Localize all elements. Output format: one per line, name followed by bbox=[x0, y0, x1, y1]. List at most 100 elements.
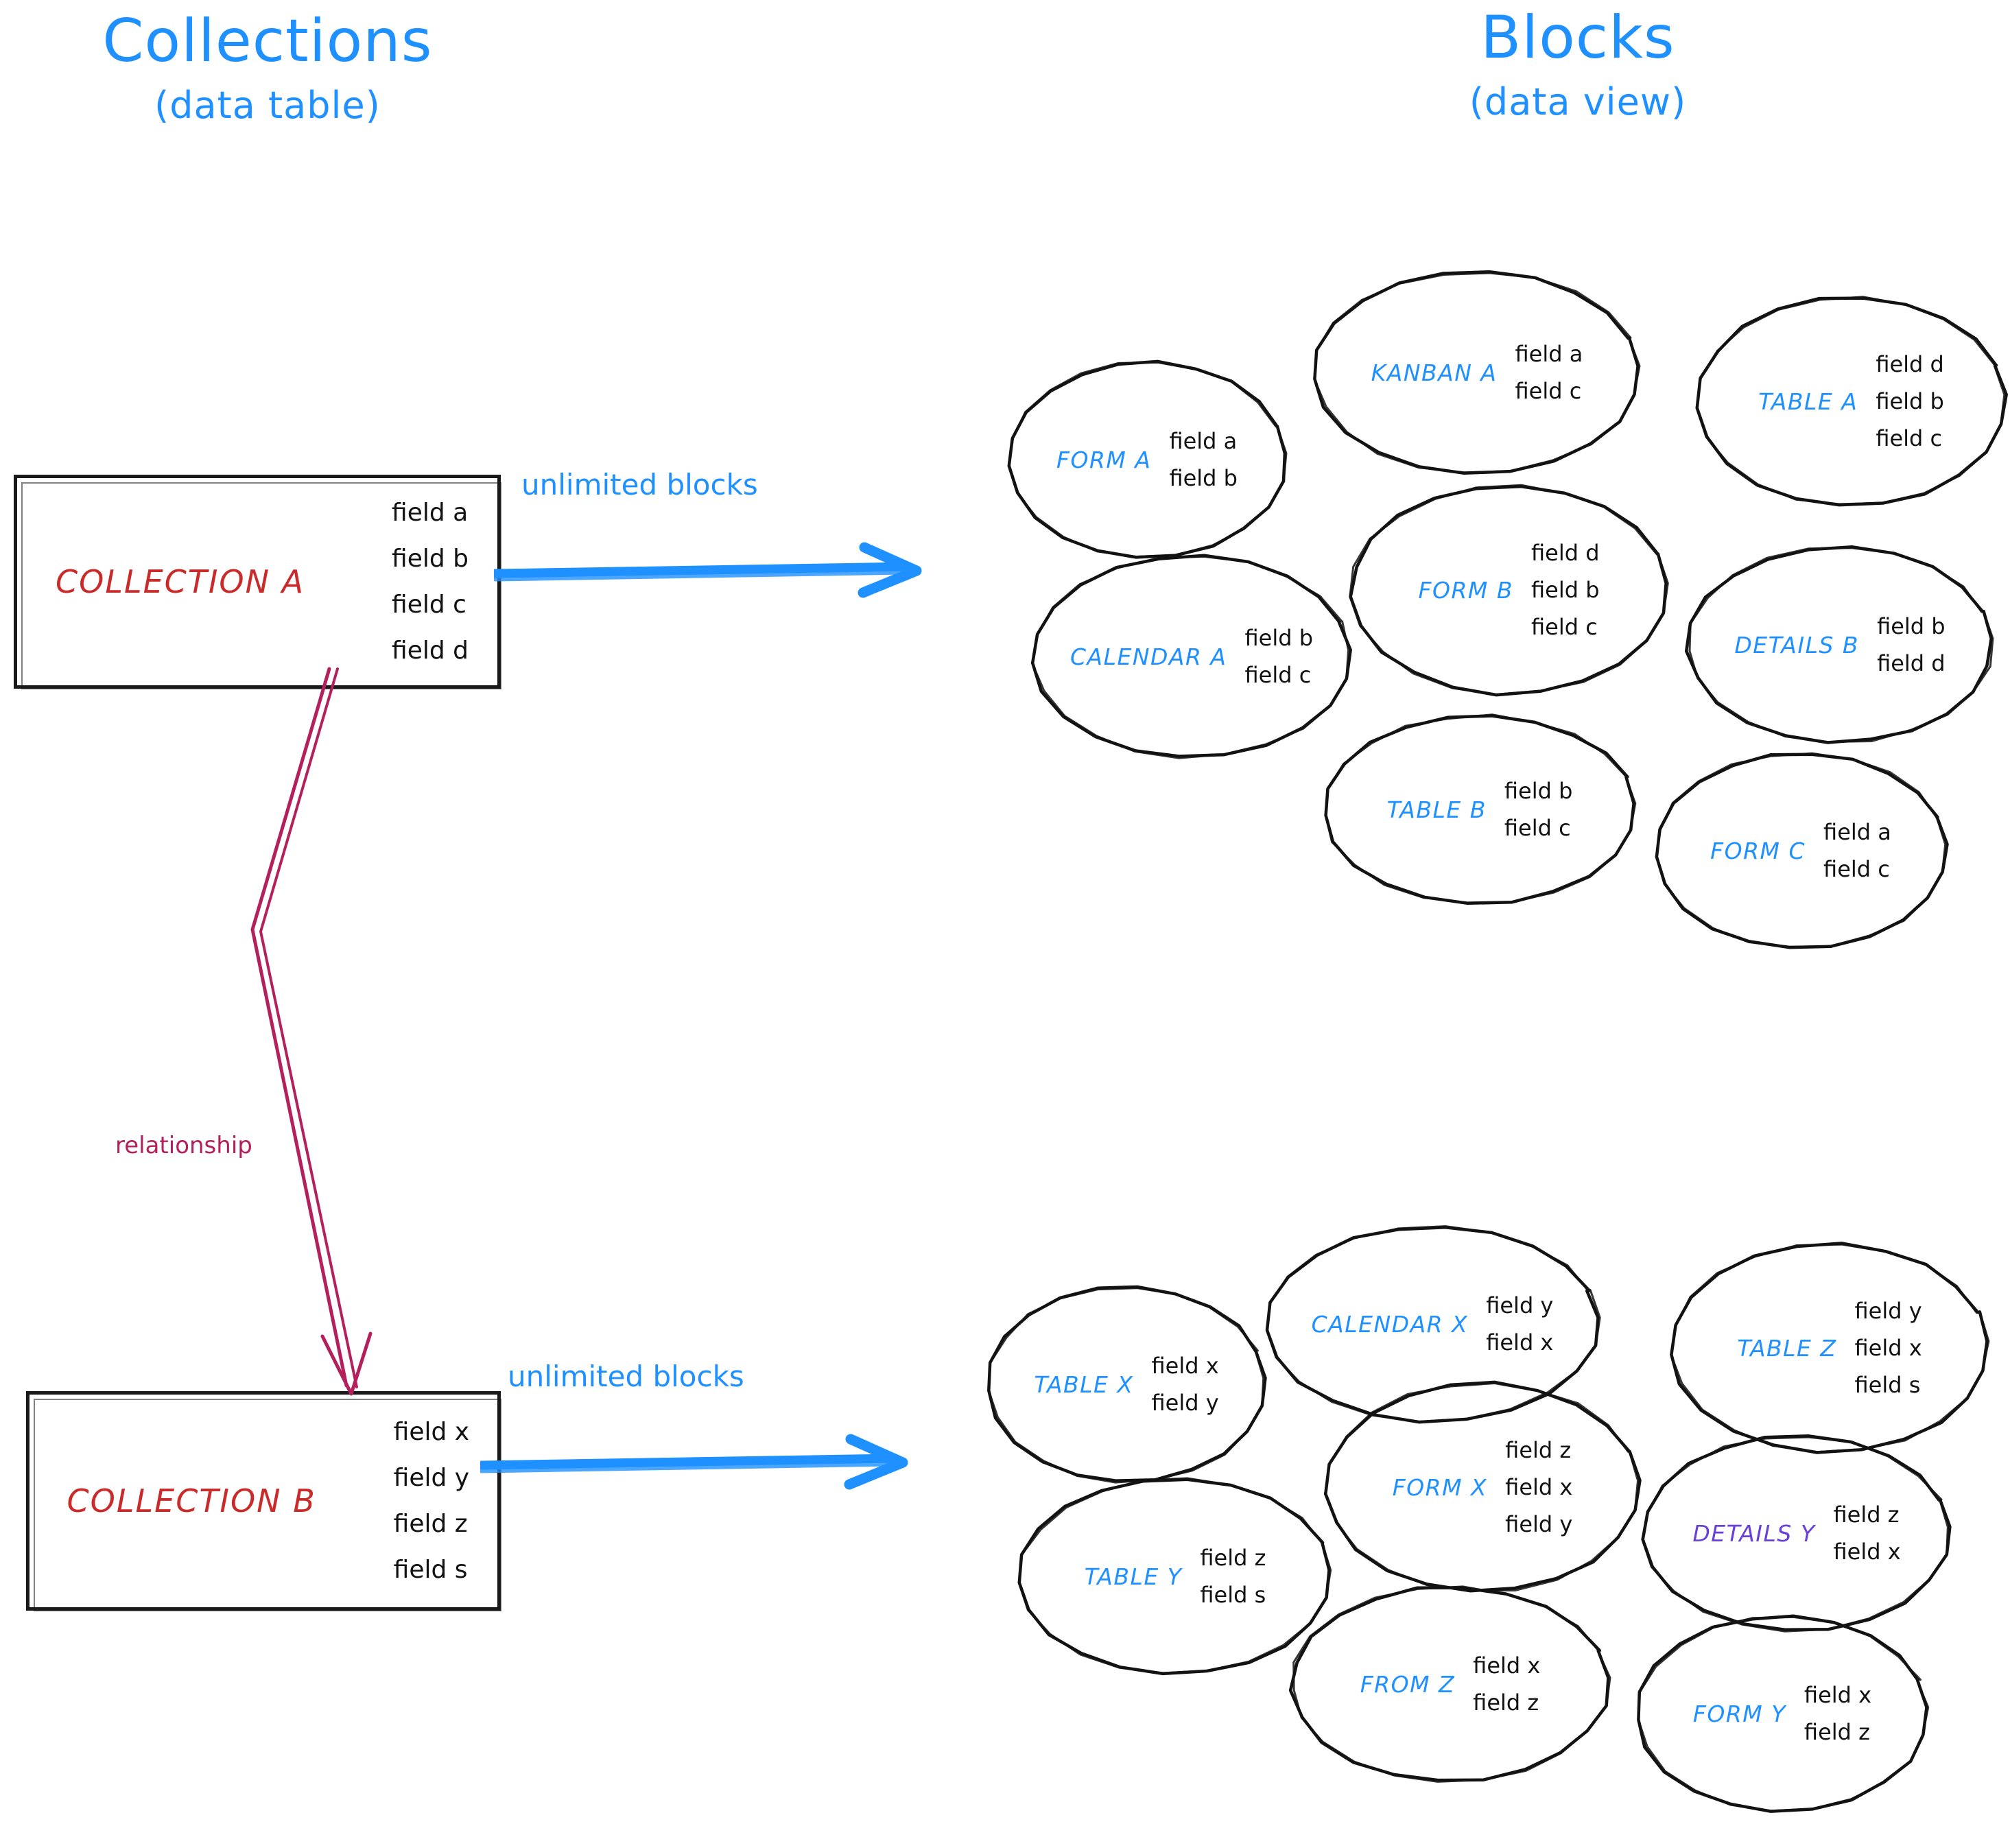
block-field: field y bbox=[1505, 1511, 1573, 1537]
ellipse-outline-icon bbox=[1007, 359, 1288, 559]
block-name-table-y: TABLE Y bbox=[1084, 1563, 1183, 1590]
block-field: field x bbox=[1854, 1335, 1922, 1361]
ellipse-outline-icon bbox=[1324, 1380, 1642, 1593]
heading-blocks: Blocks (data view) bbox=[1345, 3, 1811, 123]
block-content: TABLE A field d field b field c bbox=[1692, 351, 2010, 451]
ellipse-outline-icon bbox=[1641, 1434, 1952, 1633]
unlimited-blocks-label-b: unlimited blocks bbox=[508, 1360, 744, 1393]
block-name-details-y: DETAILS Y bbox=[1692, 1519, 1816, 1547]
block-name-details-b: DETAILS B bbox=[1734, 631, 1860, 659]
block-field: field b bbox=[1244, 625, 1314, 651]
collection-field: field d bbox=[392, 637, 469, 665]
block-field: field c bbox=[1244, 662, 1312, 688]
block-name-calendar-x: CALENDAR X bbox=[1311, 1310, 1469, 1338]
block-name-kanban-a: KANBAN A bbox=[1371, 359, 1498, 386]
block-field: field z bbox=[1804, 1719, 1870, 1745]
block-ellipse-details-y[interactable]: DETAILS Y field z field x bbox=[1638, 1430, 1955, 1636]
block-field: field x bbox=[1151, 1353, 1219, 1379]
block-field: field d bbox=[1877, 650, 1946, 676]
block-name-table-a: TABLE A bbox=[1758, 388, 1858, 415]
block-field: field s bbox=[1854, 1372, 1921, 1398]
ellipse-outline-icon bbox=[1695, 296, 2008, 507]
block-field: field y bbox=[1854, 1298, 1922, 1324]
relationship-label: relationship bbox=[115, 1132, 252, 1159]
block-ellipse-calendar-x[interactable]: CALENDAR X field y field x bbox=[1261, 1221, 1604, 1427]
heading-collections-subtitle: (data table) bbox=[154, 84, 381, 127]
ellipse-outline-icon bbox=[1288, 1585, 1611, 1783]
block-name-form-a: FORM A bbox=[1056, 446, 1152, 473]
block-field: field a bbox=[1169, 428, 1238, 454]
arrow-right-icon bbox=[480, 1434, 908, 1490]
heading-blocks-subtitle: (data view) bbox=[1469, 80, 1687, 123]
block-field: field z bbox=[1473, 1690, 1539, 1716]
block-ellipse-calendar-a[interactable]: CALENDAR A field b field c bbox=[1028, 550, 1356, 763]
collection-field: field y bbox=[393, 1464, 470, 1492]
ellipse-outline-icon bbox=[1313, 270, 1641, 475]
block-field: field x bbox=[1505, 1474, 1573, 1500]
block-field: field x bbox=[1833, 1539, 1901, 1565]
block-field: field c bbox=[1515, 378, 1582, 404]
block-field: field b bbox=[1504, 778, 1573, 804]
ellipse-outline-icon bbox=[1670, 1242, 1990, 1454]
block-name-table-b: TABLE B bbox=[1386, 796, 1487, 823]
ellipse-outline-icon bbox=[1349, 484, 1669, 697]
block-field: field z bbox=[1833, 1502, 1900, 1528]
block-field: field b bbox=[1876, 388, 1944, 414]
unlimited-blocks-label-a: unlimited blocks bbox=[521, 468, 758, 501]
block-field-list: field y field x field s bbox=[1855, 1298, 1922, 1398]
block-field: field z bbox=[1200, 1545, 1266, 1571]
arrow-right-icon bbox=[494, 542, 922, 598]
ellipse-outline-icon bbox=[1265, 1225, 1601, 1424]
collection-field: field c bbox=[392, 591, 466, 619]
unlimited-blocks-arrow-b: unlimited blocks bbox=[480, 1360, 933, 1509]
block-name-table-z: TABLE Z bbox=[1737, 1334, 1837, 1362]
collection-field: field z bbox=[393, 1510, 468, 1538]
block-field: field y bbox=[1486, 1292, 1554, 1318]
collection-a-name: COLLECTION A bbox=[56, 563, 305, 600]
block-content: CALENDAR A field b field c bbox=[1028, 625, 1356, 688]
block-ellipse-table-z[interactable]: TABLE Z field y field x field s bbox=[1666, 1238, 1994, 1458]
block-field: field x bbox=[1486, 1329, 1554, 1355]
block-field-list: field b field c bbox=[1245, 625, 1314, 688]
block-field: field x bbox=[1804, 1682, 1872, 1708]
block-field: field c bbox=[1876, 425, 1943, 451]
block-field: field d bbox=[1876, 351, 1944, 377]
ellipse-outline-icon bbox=[1324, 713, 1637, 905]
ellipse-outline-icon bbox=[987, 1285, 1267, 1484]
block-name-calendar-a: CALENDAR A bbox=[1069, 643, 1227, 670]
collection-field: field a bbox=[392, 499, 469, 527]
block-ellipse-table-a[interactable]: TABLE A field d field b field c bbox=[1692, 292, 2010, 511]
ellipse-outline-icon bbox=[1655, 752, 1949, 949]
block-field: field b bbox=[1530, 577, 1600, 603]
block-content: CALENDAR X field y field x bbox=[1261, 1292, 1604, 1355]
collection-field: field s bbox=[393, 1556, 468, 1584]
